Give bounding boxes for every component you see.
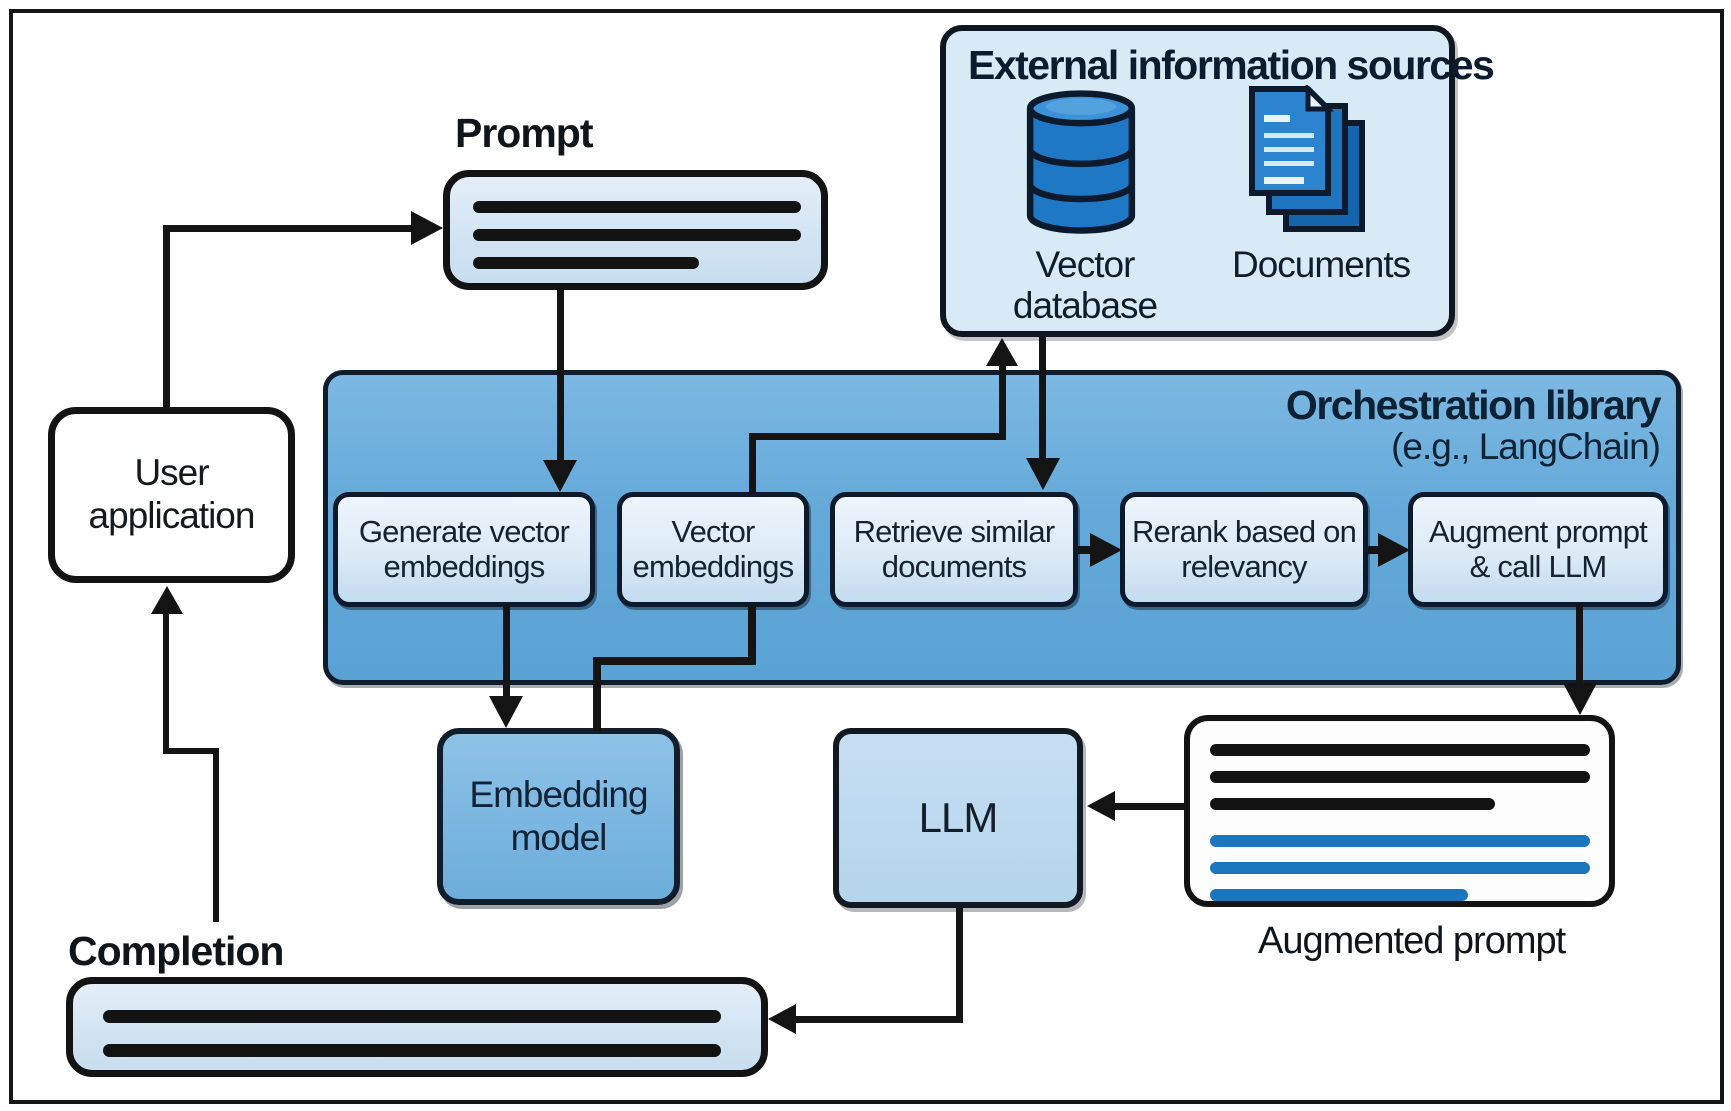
step-generate-vector-embeddings[interactable]: Generate vector embeddings [333, 492, 595, 607]
external-information-sources-title: External information sources [968, 42, 1495, 88]
prompt-text-line [473, 229, 801, 241]
connector-vectoremb-to-database [749, 433, 1006, 440]
prompt-box [443, 170, 828, 290]
arrowhead-into-external-sources [986, 338, 1018, 366]
completion-text-line [103, 1010, 721, 1023]
arrowhead-into-retrieve [1026, 458, 1060, 490]
completion-label: Completion [68, 928, 284, 974]
arrowhead-into-rerank [1090, 533, 1122, 567]
orchestration-library-title: Orchestration library [1285, 382, 1662, 428]
documents-icon[interactable] [1248, 85, 1370, 237]
connector-augprompt-to-llm [1110, 803, 1184, 810]
augmented-prompt-text-line [1210, 744, 1590, 756]
connector-vectoremb-to-embedding [593, 657, 756, 665]
connector-completion-to-userapp [163, 606, 169, 754]
augmented-context-text-line [1210, 889, 1468, 901]
augmented-context-text-line [1210, 862, 1590, 874]
completion-box [66, 977, 768, 1077]
augmented-prompt-label: Augmented prompt [1258, 920, 1566, 962]
arrowhead-into-embedding-model [489, 696, 523, 728]
orchestration-library-subtitle: (e.g., LangChain) [1391, 426, 1661, 467]
vector-database-icon[interactable] [1015, 88, 1147, 236]
arrowhead-into-augment [1378, 533, 1410, 567]
step-rerank-based-on-relevancy[interactable]: Rerank based on relevancy [1120, 492, 1368, 607]
connector-llm-to-completion [956, 908, 963, 1020]
step-augment-prompt-call-llm[interactable]: Augment prompt & call LLM [1408, 492, 1668, 607]
connector-userapp-to-prompt [163, 225, 415, 232]
step-retrieve-similar-documents[interactable]: Retrieve similar documents [830, 492, 1078, 607]
prompt-text-line [473, 257, 699, 269]
arrowhead-into-llm [1087, 791, 1115, 821]
connector-completion-to-userapp [213, 748, 219, 922]
augmented-prompt-box [1184, 715, 1615, 907]
arrowhead-into-augmented-prompt [1563, 683, 1597, 715]
arrowhead-into-completion [768, 1004, 796, 1034]
connector-prompt-to-generate [557, 290, 564, 462]
step-vector-embeddings[interactable]: Vector embeddings [617, 492, 809, 607]
connector-rerank-to-augment [1368, 546, 1386, 554]
prompt-text-line [473, 201, 801, 213]
connector-generate-to-embedding [503, 605, 510, 700]
connector-vectoremb-to-embedding [593, 657, 601, 731]
prompt-label: Prompt [455, 110, 593, 156]
completion-text-line [103, 1044, 721, 1057]
arrowhead-into-prompt [411, 211, 443, 245]
connector-vectoremb-to-database [749, 433, 756, 493]
connector-llm-to-completion [794, 1016, 963, 1023]
vector-database-label: Vector database [1012, 244, 1158, 327]
connector-vectoremb-to-embedding [748, 605, 756, 665]
connector-completion-to-userapp [163, 748, 219, 754]
external-information-sources-box [940, 25, 1455, 337]
llm-box[interactable]: LLM [833, 728, 1083, 908]
connector-augment-to-augprompt [1576, 604, 1583, 686]
arrowhead-into-generate [543, 460, 577, 492]
connector-userapp-to-prompt [163, 225, 170, 407]
augmented-context-text-line [1210, 835, 1590, 847]
documents-label: Documents [1232, 244, 1411, 285]
augmented-prompt-text-line [1210, 771, 1590, 783]
connector-vectoremb-to-database [999, 364, 1006, 440]
connector-database-to-retrieve [1039, 337, 1046, 462]
diagram-frame [9, 9, 1724, 1104]
augmented-prompt-text-line [1210, 798, 1495, 810]
embedding-model-box[interactable]: Embedding model [437, 728, 680, 905]
arrowhead-into-user-application [151, 586, 183, 614]
user-application-box[interactable]: User application [48, 407, 295, 583]
